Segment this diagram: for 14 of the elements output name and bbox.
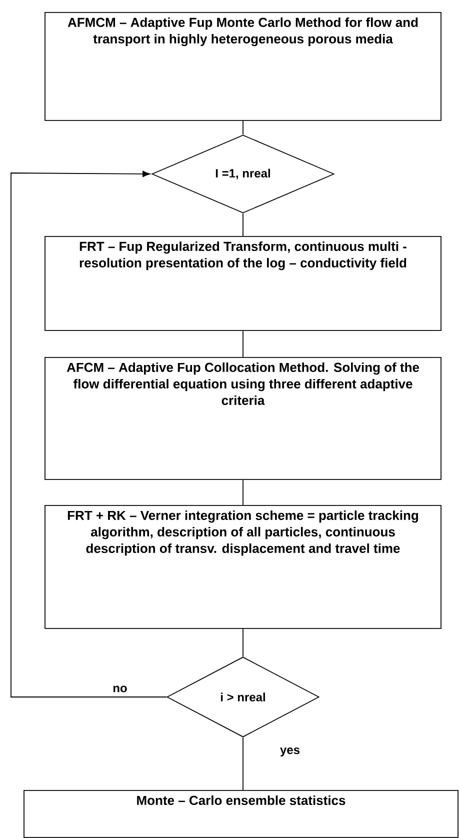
process-box: FRT + RK – Verner integration scheme = particle tracking algorithm, description of all particles, continuous description of transv. displacement and travel time	[44, 505, 442, 629]
connector	[242, 479, 244, 506]
connector	[242, 120, 244, 135]
connector	[242, 628, 244, 657]
process-box: AFCM – Adaptive Fup Collocation Method. Solving of the flow differential equation using three different adaptive criteria	[44, 357, 442, 480]
edge-label: yes	[279, 746, 301, 758]
process-box: FRT – Fup Regularized Transform, continuous multi - resolution presentation of the log – conductivity field	[44, 236, 442, 331]
connector	[242, 330, 244, 358]
edge-label: no	[112, 684, 128, 694]
connector	[10, 170, 167, 698]
result-box: Monte – Carlo ensemble statistics	[24, 790, 458, 838]
connector	[242, 213, 244, 236]
process-box: AFMCM – Adaptive Fup Monte Carlo Method for flow and transport in highly heterogeneous porous media	[44, 12, 442, 121]
connector	[242, 737, 244, 790]
